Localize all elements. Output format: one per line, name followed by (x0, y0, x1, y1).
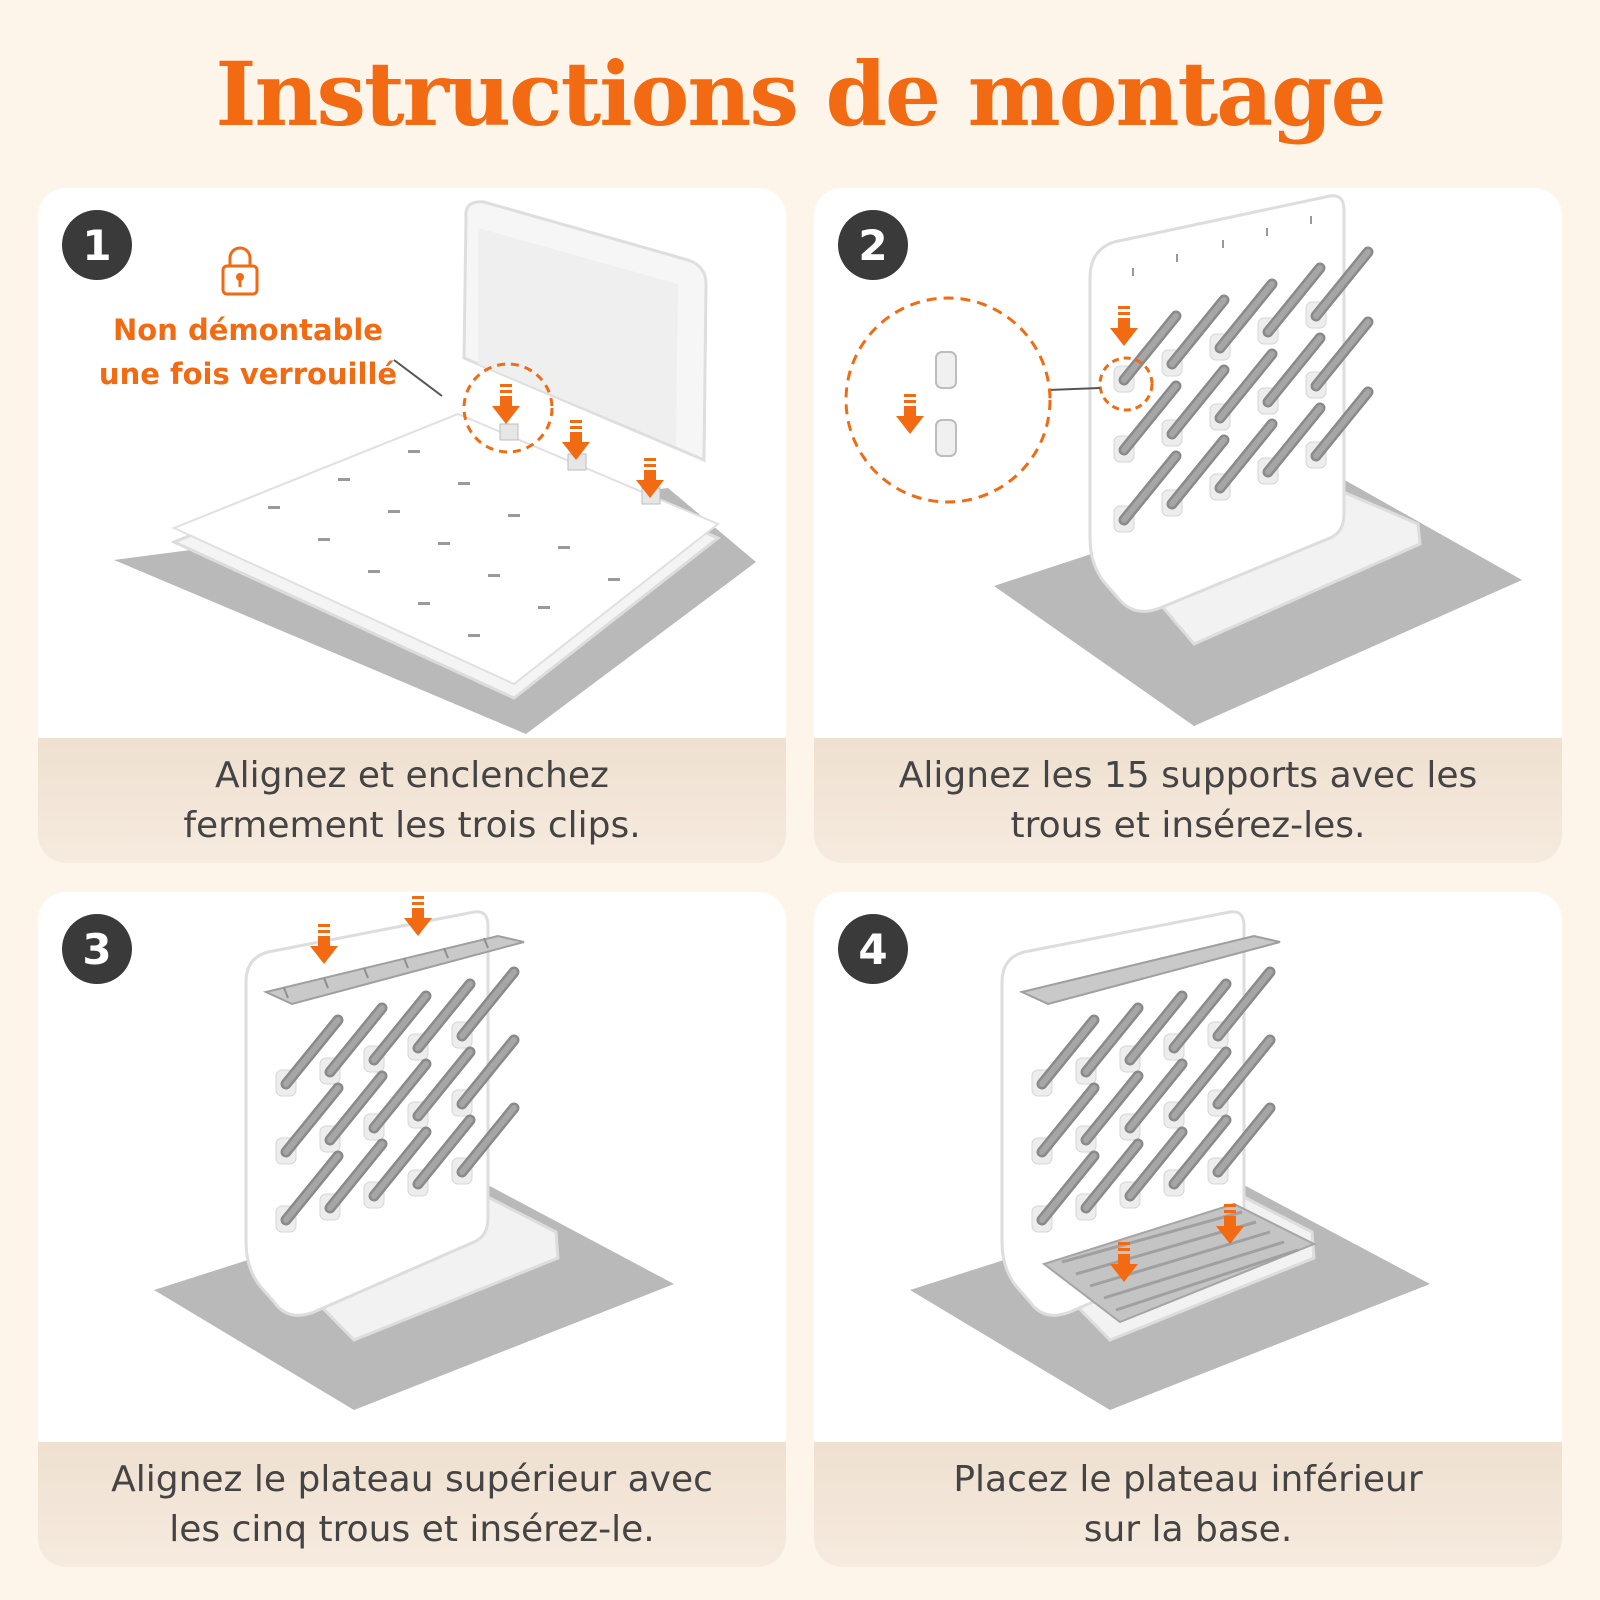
page-title: Instructions de montage (215, 42, 1386, 146)
step-caption: Alignez les 15 supports avec les trous e… (814, 738, 1562, 863)
step-4-illustration (910, 910, 1430, 1410)
step-number-badge: 3 (62, 914, 132, 984)
step-caption-text: Alignez les 15 supports avec les trous e… (898, 754, 1478, 846)
step-number-badge: 4 (838, 914, 908, 984)
step-caption: Placez le plateau inférieur sur la base. (814, 1442, 1562, 1567)
lock-icon (221, 246, 259, 296)
step-card-4: 4 Placez le plateau inférieur sur la bas… (814, 892, 1562, 1567)
step-caption-text: Alignez le plateau supérieur avec les ci… (111, 1458, 713, 1550)
step-1-illustration (114, 200, 756, 734)
step-2-illustration (844, 194, 1522, 726)
step-card-3: 3 Alignez le plateau supérieur avec les … (38, 892, 786, 1567)
step-caption: Alignez et enclenchez fermement les troi… (38, 738, 786, 863)
warning-label: Non démontable une fois verrouillé (98, 313, 398, 391)
step-card-2: 2 Alignez les 15 supports avec les trous… (814, 188, 1562, 863)
step-number-badge: 1 (62, 210, 132, 280)
step-caption: Alignez le plateau supérieur avec les ci… (38, 1442, 786, 1567)
step-number-badge: 2 (838, 210, 908, 280)
step-caption-text: Alignez et enclenchez fermement les troi… (183, 754, 641, 846)
step-card-1: 1 Non démontable une fois verrouillé Ali… (38, 188, 786, 863)
step-3-illustration (154, 896, 674, 1410)
step-caption-text: Placez le plateau inférieur sur la base. (953, 1458, 1423, 1550)
